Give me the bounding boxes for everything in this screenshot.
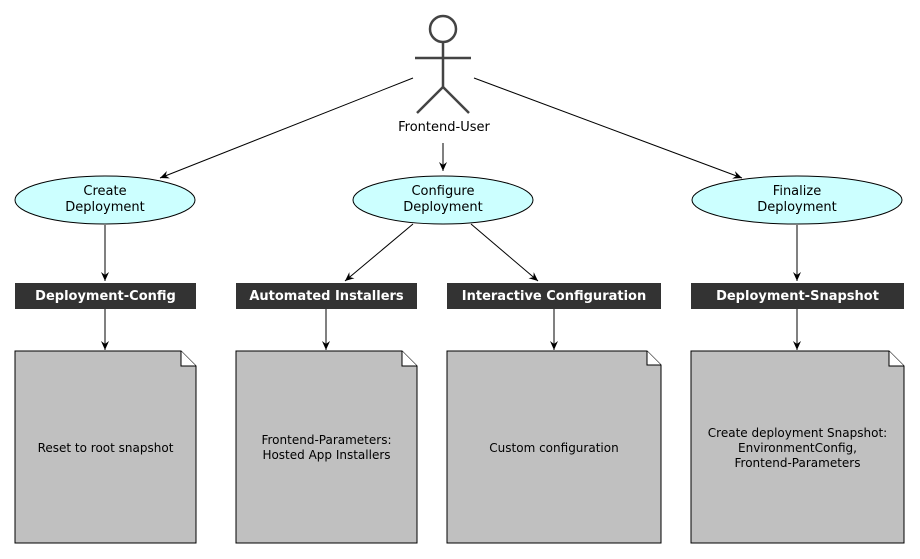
- actor-label: Frontend-User: [398, 120, 490, 135]
- note-custom-shape[interactable]: [446, 350, 662, 544]
- note-frontend-params-text: Frontend-Parameters: Hosted App Installe…: [261, 433, 392, 462]
- actor-stick-figure-icon[interactable]: [415, 14, 471, 114]
- edge-configure-interactive: [470, 223, 539, 282]
- usecase-create-shape[interactable]: [14, 175, 196, 225]
- usecase-finalize-label[interactable]: Finalize Deployment: [757, 184, 837, 215]
- component-automated-installers[interactable]: Automated Installers: [236, 283, 417, 309]
- note-reset-text: Reset to root snapshot: [37, 440, 174, 455]
- component-interactive-configuration[interactable]: Interactive Configuration: [447, 283, 661, 309]
- component-deployment-snapshot[interactable]: Deployment-Snapshot: [691, 283, 904, 309]
- usecase-finalize-shape[interactable]: [691, 175, 903, 225]
- usecase-configure-shape[interactable]: [352, 175, 534, 225]
- edge-actor-create: [159, 77, 414, 179]
- usecase-create-label[interactable]: Create Deployment: [65, 184, 145, 215]
- edge-actor-finalize: [473, 77, 743, 179]
- note-frontend-params-shape[interactable]: [235, 350, 418, 544]
- note-snapshot-shape[interactable]: [690, 350, 905, 544]
- component-deployment-config[interactable]: Deployment-Config: [15, 283, 196, 309]
- usecase-configure-label[interactable]: Configure Deployment: [403, 184, 483, 215]
- note-snapshot-text: Create deployment Snapshot: EnvironmentC…: [707, 425, 888, 470]
- edge-configure-installers: [344, 223, 414, 282]
- note-reset-shape[interactable]: [14, 350, 197, 544]
- note-custom-text: Custom configuration: [489, 440, 619, 455]
